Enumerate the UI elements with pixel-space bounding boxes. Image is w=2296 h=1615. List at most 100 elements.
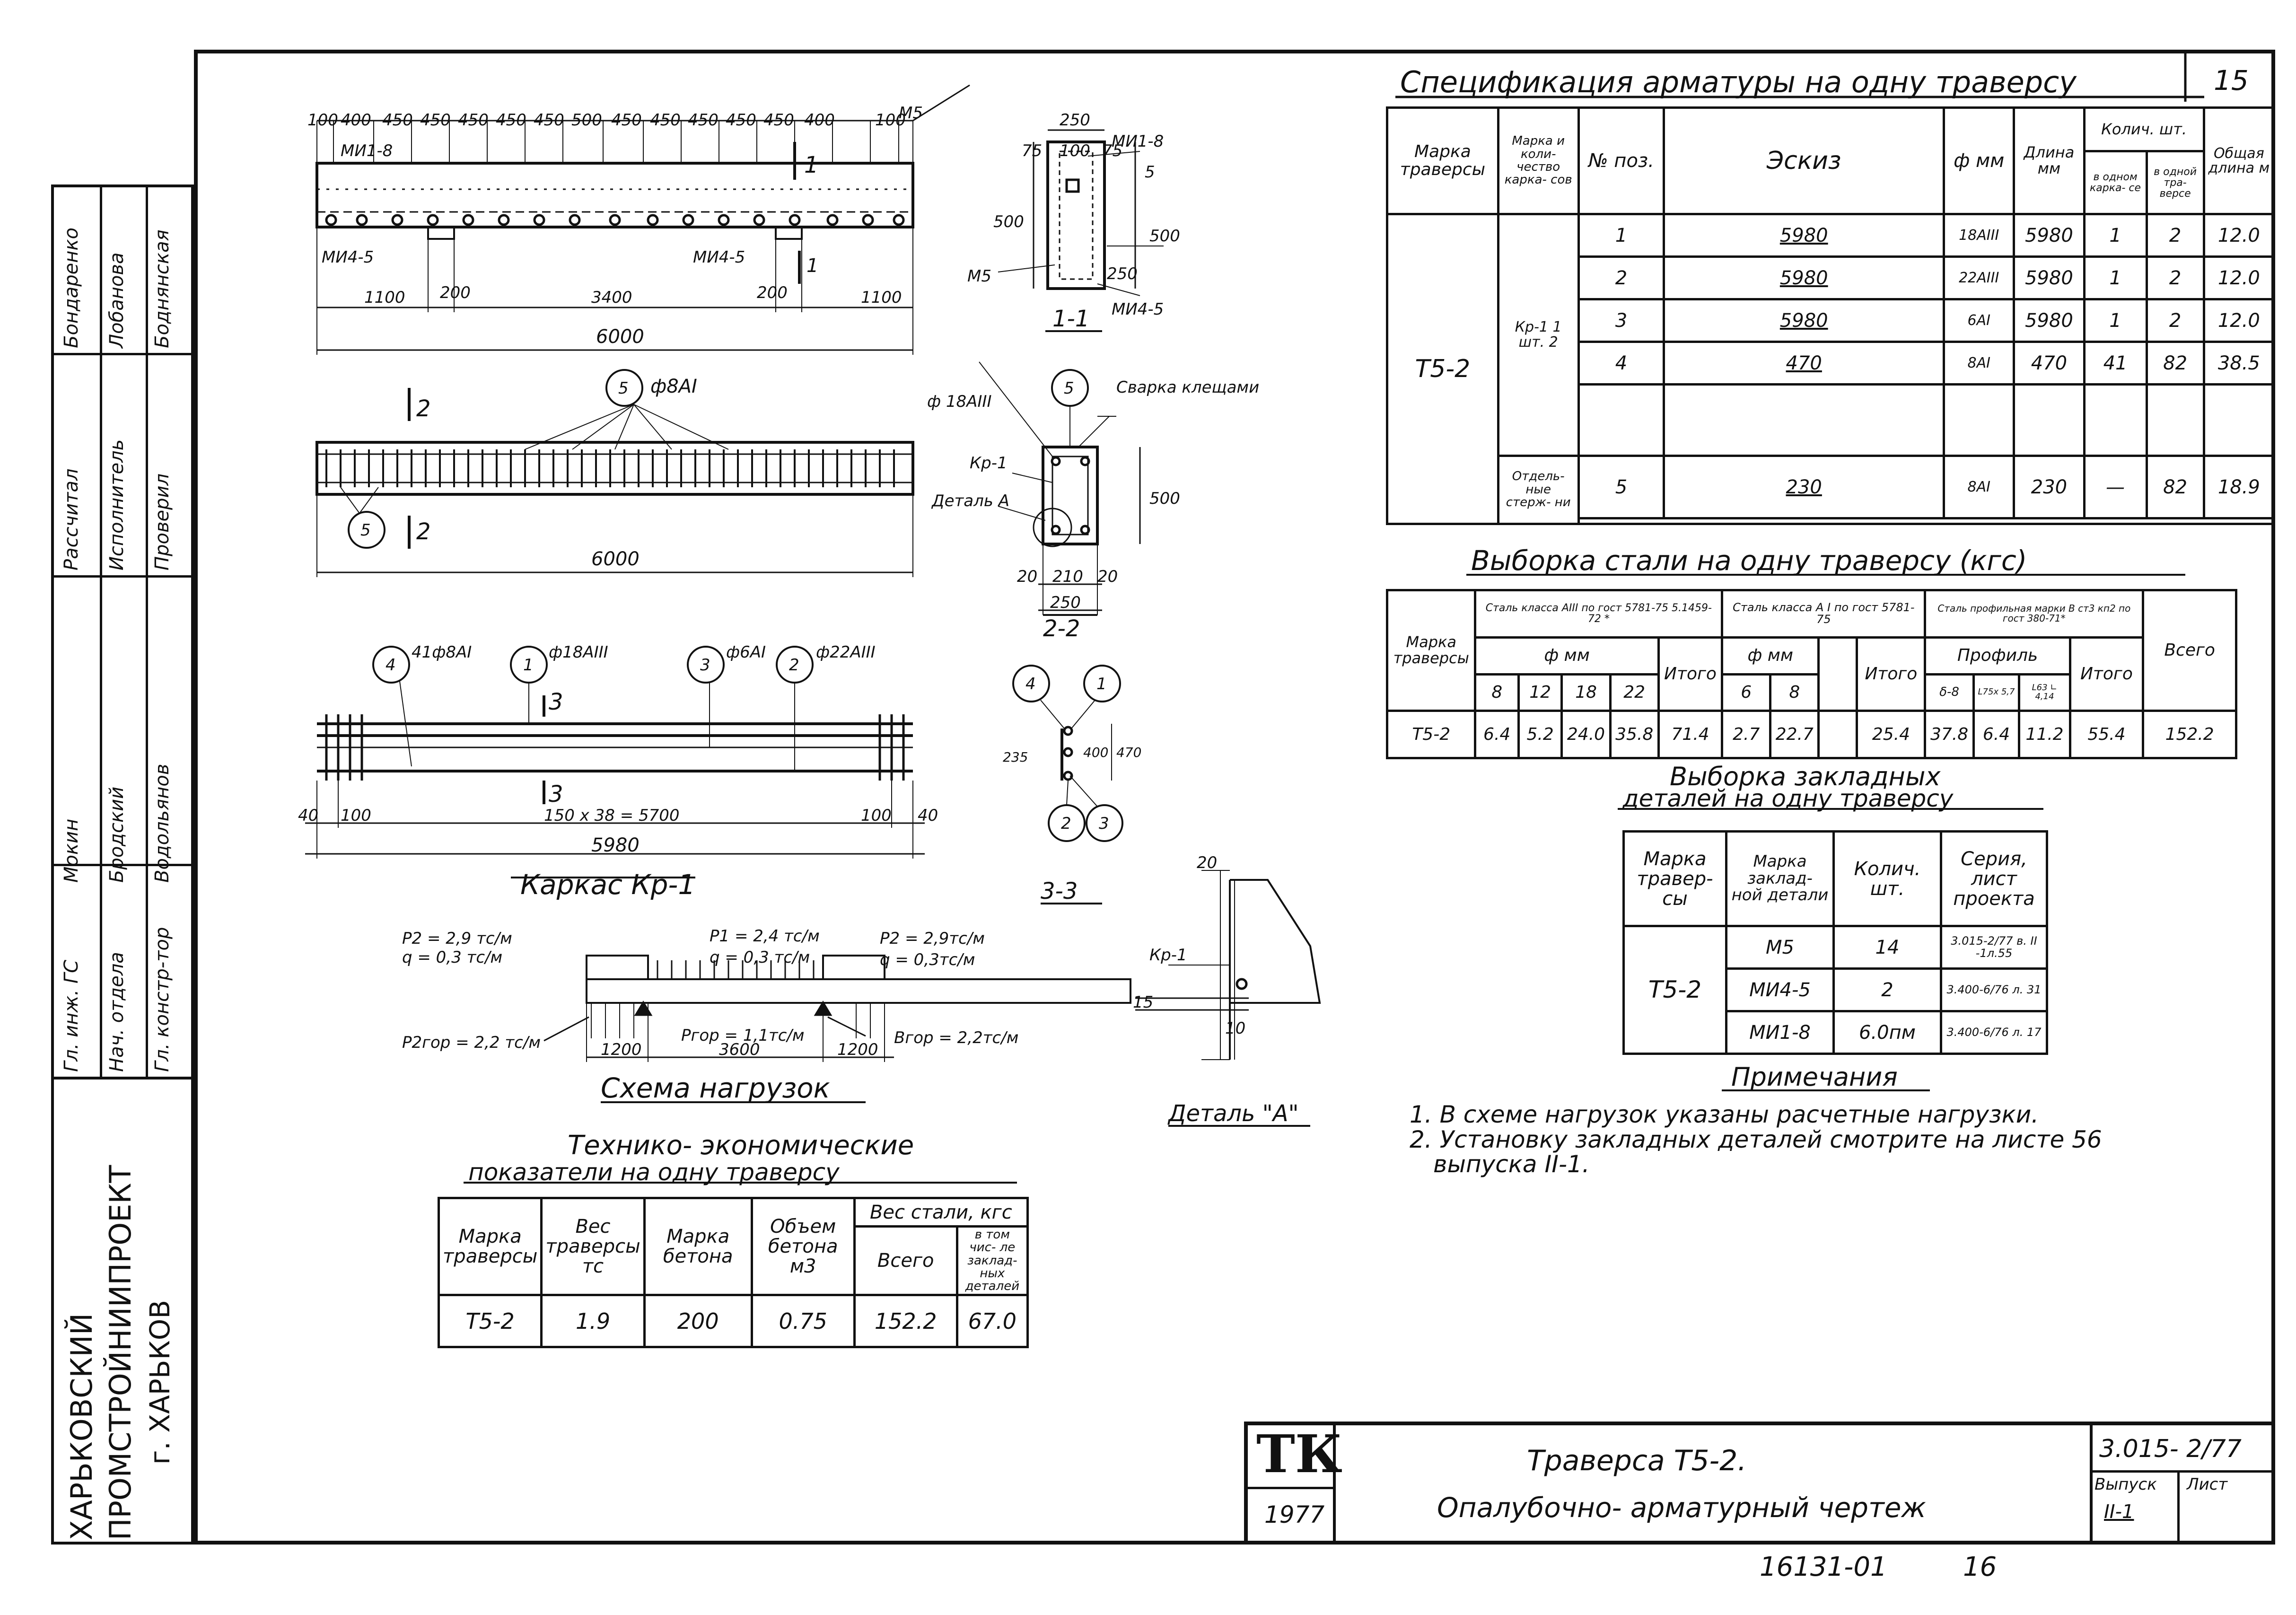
elev-dim-0: 100 xyxy=(307,111,338,130)
embed-h-qty: Колич. шт. xyxy=(1832,830,1942,927)
load-q-right: q = 0,3тс/м xyxy=(880,950,975,969)
spec-frame: Кр-1 1 шт. 2 xyxy=(1497,213,1580,457)
title-issue-label: Выпуск xyxy=(2094,1475,2157,1494)
s11-mi1: МИ1-8 xyxy=(1112,132,1164,151)
spec-mark: Т5-2 xyxy=(1386,213,1499,525)
elev-dim-11: 450 xyxy=(726,111,756,130)
plan-rebar: ф8АI xyxy=(650,376,697,397)
spec-len-4: 470 xyxy=(2013,341,2086,386)
steel-h-a3-itogo: Итого xyxy=(1657,636,1724,712)
embed-h-part: Марка заклад- ной детали xyxy=(1725,830,1835,927)
steel-a3-total: 71.4 xyxy=(1657,710,1724,759)
load-q-left: q = 0,3 тс/м xyxy=(402,948,502,967)
steel-h-profile: Профиль xyxy=(1924,636,2071,676)
spec-sketch-1: 5980 xyxy=(1663,213,1945,258)
kr-d100a: 100 xyxy=(341,806,371,825)
tk-logo: ТК xyxy=(1256,1423,1342,1484)
tech-h-marka: Марка траверсы xyxy=(437,1196,543,1297)
load-d3600: 3600 xyxy=(719,1040,760,1059)
steel-prof-total: 55.4 xyxy=(2068,710,2145,759)
tech-h-embed: в том чис- ле заклад- ных деталей xyxy=(955,1225,1029,1297)
title-sheet-label: Лист xyxy=(2187,1475,2228,1494)
spec-intrav-2: 2 xyxy=(2145,255,2205,301)
s11-d5: 5 xyxy=(1145,163,1155,182)
s22-d20a: 20 xyxy=(1017,567,1037,586)
title-year: 1977 xyxy=(1264,1501,1325,1528)
tech-table: Марка траверсы Вес траверсы тс Марка бет… xyxy=(437,1196,1029,1349)
s22-title: 2-2 xyxy=(1043,615,1080,642)
kr-call-1-label: ф18АIII xyxy=(549,643,608,662)
detail-d20: 20 xyxy=(1197,853,1217,872)
tech-title-2: показатели на одну траверсу xyxy=(468,1159,840,1186)
spec-total-3: 12.0 xyxy=(2202,298,2276,343)
s22-width: 250 xyxy=(1050,593,1081,612)
spec-sketch-5: 230 xyxy=(1663,454,1945,520)
kr-call-3-label: ф6АI xyxy=(726,643,766,662)
s33-mark-1: 1 xyxy=(1096,675,1107,693)
spec-h-in-trav: в одной тра- версе xyxy=(2145,150,2205,216)
load-p2-left: Р2 = 2,9 тс/м xyxy=(402,929,512,948)
embed-ref-2: 3.400-6/76 л. 31 xyxy=(1940,967,2048,1012)
spec-intrav-5: 82 xyxy=(2145,454,2205,520)
kr-d40b: 40 xyxy=(918,806,938,825)
load-pgor-left: Р2гор = 2,2 тс/м xyxy=(402,1033,541,1052)
steel-h-prof-itogo: Итого xyxy=(2068,636,2145,712)
side-stamp: ХАРЬКОВСКИЙ ПРОМСТРОЙНИИПРОЕКТ г. ХАРЬКО… xyxy=(51,184,194,1545)
kr-call-4-num: 4 xyxy=(386,656,396,675)
tech-steel-embed: 67.0 xyxy=(955,1294,1029,1349)
s33-d235: 235 xyxy=(1003,749,1028,765)
steel-h-a1-d: ф мм xyxy=(1721,636,1820,676)
s11-250: 250 xyxy=(1107,264,1138,283)
s22-height: 500 xyxy=(1149,489,1180,508)
spec-dia-3: 6АI xyxy=(1943,298,2016,343)
s33-d400: 400 xyxy=(1083,745,1108,760)
load-d1200b: 1200 xyxy=(837,1040,878,1059)
plan-outline xyxy=(315,441,914,496)
elev-bdim-4: 1100 xyxy=(861,288,902,307)
spec-intrav-4: 82 xyxy=(2145,341,2205,386)
tech-mark: Т5-2 xyxy=(437,1294,543,1349)
embed-qty-2: 2 xyxy=(1832,967,1942,1012)
spec-dia-5: 8АI xyxy=(1943,454,2016,520)
title-name-2: Опалубочно- арматурный чертеж xyxy=(1437,1492,1926,1524)
spec-sketch-4: 470 xyxy=(1663,341,1945,386)
s22-welding: Сварка клещами xyxy=(1116,378,1259,397)
tech-weight: 1.9 xyxy=(540,1294,646,1349)
section-mark-1a: 1 xyxy=(804,152,819,178)
spec-h-dia: ф мм xyxy=(1943,106,2016,216)
elev-bdim-1: 200 xyxy=(440,283,471,302)
elev-dim-4: 450 xyxy=(458,111,489,130)
notes-list: 1. В схеме нагрузок указаны расчетные на… xyxy=(1410,1102,2261,1177)
spec-intrav-1: 2 xyxy=(2145,213,2205,258)
spec-dia-2: 22АIII xyxy=(1943,255,2016,301)
steel-a3-c12: 12 xyxy=(1517,673,1563,712)
load-pgor-right: Вгор = 2,2тс/м xyxy=(894,1028,1018,1047)
tech-volume: 0.75 xyxy=(750,1294,856,1349)
embed-h-marka: Марка травер- сы xyxy=(1622,830,1727,927)
embed-part-2: МИ4-5 xyxy=(1725,967,1835,1012)
elev-bdim-3: 200 xyxy=(757,283,788,302)
embed-h-ref: Серия, лист проекта xyxy=(1940,830,2048,927)
title-code: 3.015- 2/77 xyxy=(2099,1435,2242,1463)
elev-dim-7: 500 xyxy=(571,111,602,130)
spec-pos-2: 2 xyxy=(1577,255,1665,301)
spec-len-5: 230 xyxy=(2013,454,2086,520)
plan-section-top: 2 xyxy=(416,395,431,422)
embed-part-1: М5 xyxy=(1725,925,1835,970)
spec-total-2: 12.0 xyxy=(2202,255,2276,301)
spec-len-2: 5980 xyxy=(2013,255,2086,301)
load-pgor-mid: Ргор = 1,1тс/м xyxy=(681,1026,805,1045)
s11-title: 1-1 xyxy=(1052,306,1089,332)
s33-mark-4: 4 xyxy=(1025,675,1036,693)
kr-section-top: 3 xyxy=(549,689,563,715)
steel-h-a3: Сталь класса АIII по гост 5781-75 5.1459… xyxy=(1474,589,1724,639)
spec-dia-1: 18АIII xyxy=(1943,213,2016,258)
load-title: Схема нагрузок xyxy=(601,1072,830,1104)
spec-sketch-2: 5980 xyxy=(1663,255,1945,301)
spec-h-in-frame: в одном карка- се xyxy=(2083,150,2148,216)
s22-rebar: ф 18АIII xyxy=(927,392,991,411)
elev-total: 6000 xyxy=(596,326,644,348)
embed-title-1: Выборка закладных xyxy=(1670,762,1941,791)
notes-title: Примечания xyxy=(1731,1062,1898,1092)
